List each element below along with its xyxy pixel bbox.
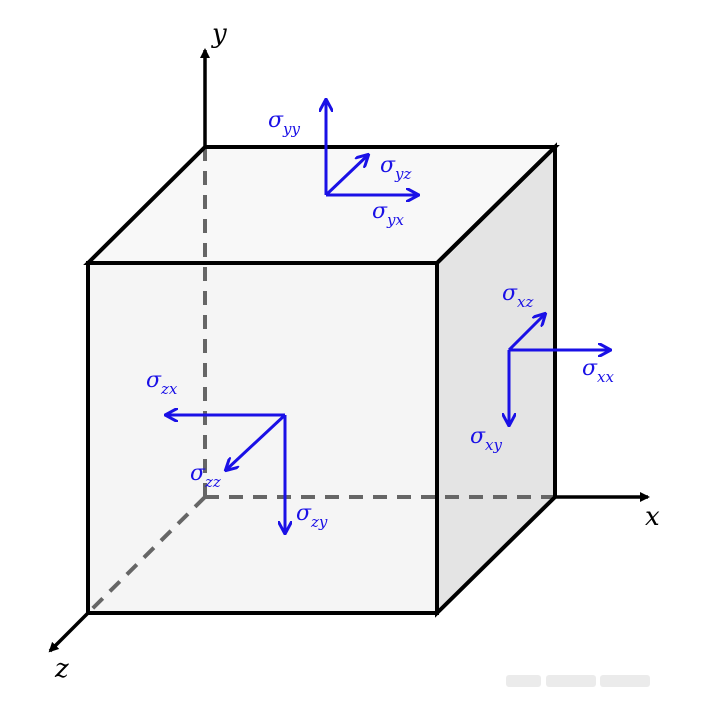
y-axis-label: y [211,19,227,49]
cube-front-outline [86,261,439,615]
z-axis-label: z [54,654,69,684]
label-sigma-yx: σyx [372,199,405,229]
label-sigma-zx: σzx [146,368,178,398]
arrow-sigma-yz [324,155,368,197]
x-axis-label: x [645,502,660,532]
label-sigma-yz: σyz [380,153,412,183]
hidden-edge-depth [86,495,207,615]
label-sigma-xx: σxx [582,356,614,386]
label-sigma-zz: σzz [190,461,221,491]
arrow-sigma-zz [226,413,287,470]
label-sigma-xy: σxy [470,424,502,454]
arrow-sigma-xz [507,314,545,352]
watermark [506,675,650,687]
label-sigma-zy: σzy [296,501,328,531]
z-axis [48,611,90,653]
label-sigma-yy: σyy [268,108,301,138]
label-sigma-xz: σxz [502,281,533,311]
